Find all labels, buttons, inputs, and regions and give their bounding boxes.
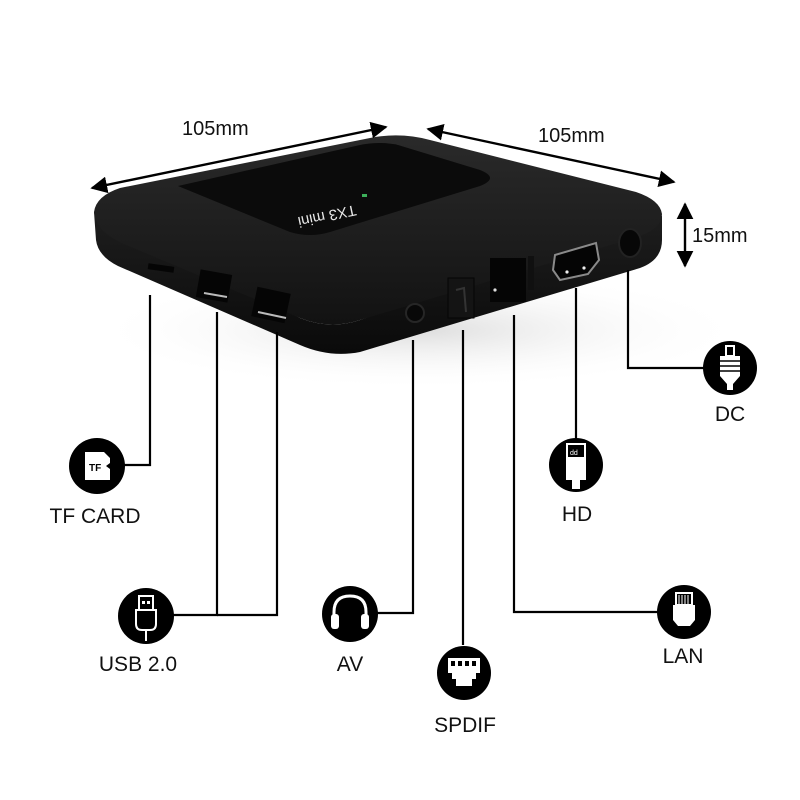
depth-dimension-arrow	[426, 123, 676, 188]
spdif-connector-icon	[437, 646, 491, 700]
port-label-spdif: SPDIF	[434, 714, 496, 737]
headphones-icon	[322, 586, 378, 642]
hdmi-port	[551, 241, 601, 282]
tf-slot	[147, 263, 175, 273]
svg-text:TF: TF	[89, 463, 101, 474]
dc-port	[618, 228, 642, 258]
leader-av	[376, 340, 415, 615]
leader-dc	[626, 270, 704, 370]
leader-lan	[512, 315, 660, 614]
sd-card-icon: TF	[69, 438, 125, 494]
power-led	[362, 194, 367, 197]
port-label-av: AV	[336, 653, 364, 676]
svg-text:dd: dd	[570, 450, 578, 457]
leader-tf	[120, 295, 152, 467]
hdmi-plug-icon: dd	[549, 438, 603, 492]
leader-usb2	[217, 332, 279, 617]
port-label-hd: HD	[561, 503, 593, 526]
lan-port	[490, 256, 534, 302]
usb-port-1	[195, 269, 233, 303]
av-port	[405, 303, 425, 323]
port-label-usb: USB 2.0	[98, 653, 178, 676]
dc-plug-icon	[703, 341, 757, 395]
port-label-tf-card: TF CARD	[49, 505, 141, 528]
ethernet-plug-icon	[657, 585, 711, 639]
depth-dimension-label: 105mm	[538, 125, 605, 147]
leader-lines	[120, 270, 704, 645]
usb-plug-icon	[118, 588, 174, 644]
port-label-dc: DC	[714, 403, 746, 426]
width-dimension-label: 105mm	[182, 118, 249, 140]
spdif-port	[447, 277, 475, 319]
height-dimension-label: 15mm	[692, 225, 748, 247]
width-dimension-arrow	[90, 121, 388, 194]
port-label-lan: LAN	[662, 645, 704, 668]
usb-port-2	[251, 286, 291, 324]
